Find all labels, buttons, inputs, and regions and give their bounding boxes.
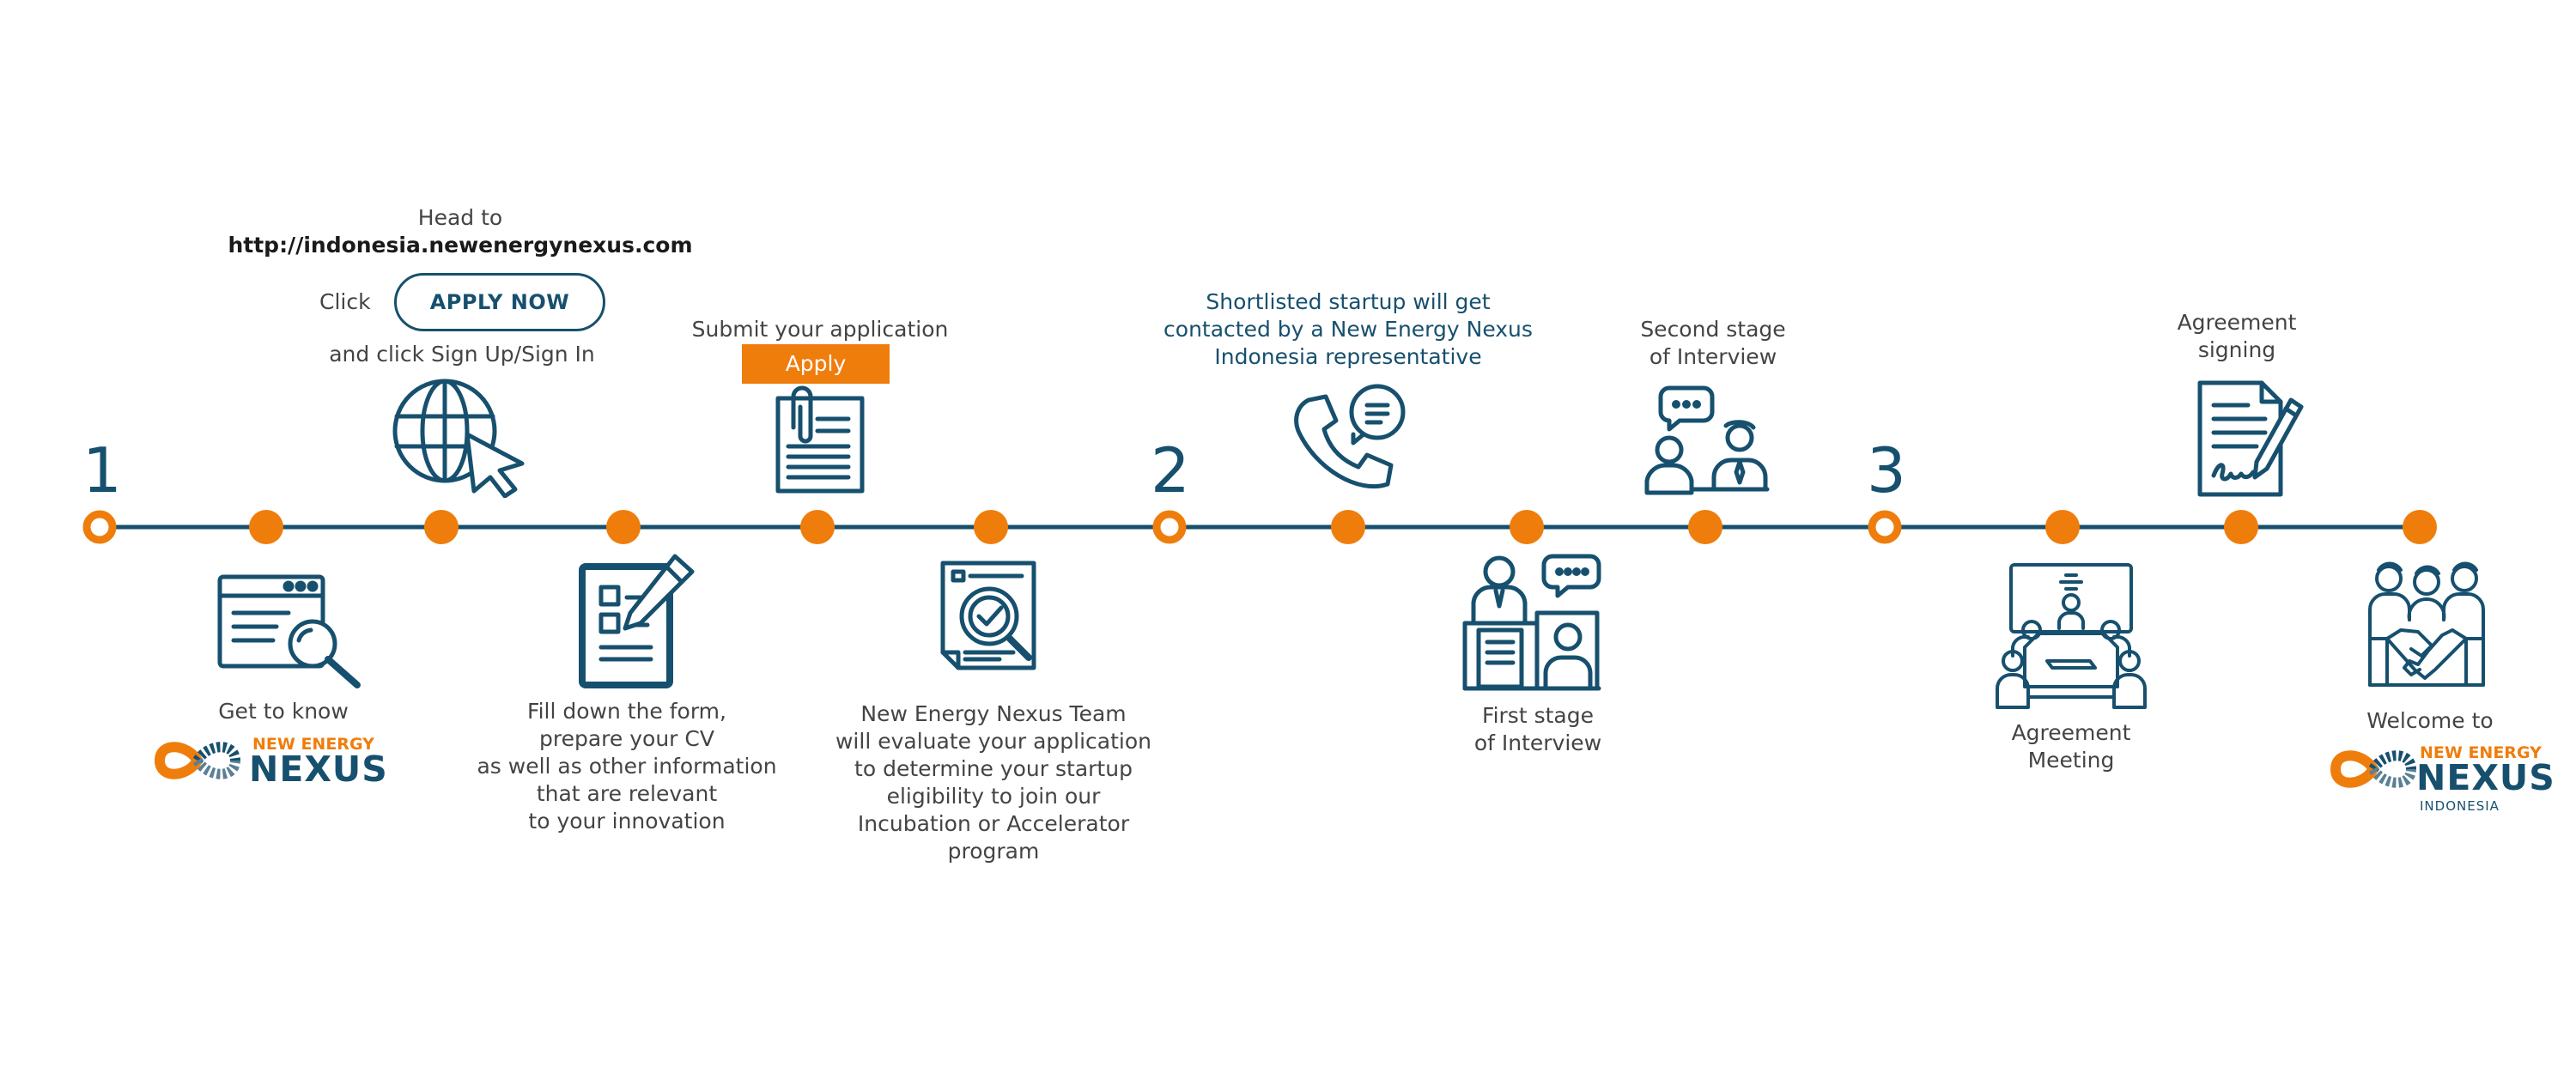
evaluate-line: to determine your startup: [854, 756, 1133, 781]
fill-form-text: Fill down the form, prepare your CV as w…: [455, 698, 799, 835]
infinity-mark-icon: [2330, 750, 2416, 788]
step-dot: [1510, 510, 1544, 544]
step-dot: [2045, 510, 2080, 544]
step-dot: [1688, 510, 1722, 544]
interview-chat-icon: [1644, 385, 1770, 495]
step-dot: [974, 510, 1008, 544]
fill-form-line: that are relevant: [536, 781, 718, 806]
stage-marker-1: [82, 510, 117, 544]
clipboard-clip-icon: [775, 385, 865, 494]
logo-nexus: NEXUS: [249, 749, 388, 790]
phone-chat-icon: [1294, 384, 1406, 489]
website-url[interactable]: http://indonesia.newenergynexus.com: [228, 233, 693, 258]
logo-new-energy: NEW ENERGY: [2420, 743, 2542, 762]
head-to-text: Head to http://indonesia.newenergynexus.…: [203, 204, 718, 259]
agreement-signing-text: Agreement signing: [2147, 309, 2327, 364]
meeting-table-icon: [1996, 563, 2147, 709]
document-magnifier-icon: [940, 561, 1036, 670]
stage-number-2: 2: [1151, 434, 1190, 506]
evaluate-line: will evaluate your application: [835, 729, 1152, 754]
step-dot: [2403, 510, 2437, 544]
evaluate-line: program: [947, 839, 1040, 864]
new-energy-nexus-indonesia-logo: NEW ENERGY NEXUS INDONESIA: [2329, 743, 2555, 814]
agreement-signing-line: Agreement: [2177, 310, 2297, 335]
click-label: Click: [319, 289, 371, 314]
evaluate-line: eligibility to join our: [886, 784, 1101, 809]
handshake-team-icon: [2368, 561, 2485, 687]
agreement-meeting-line: Meeting: [2027, 748, 2115, 773]
step-dot: [424, 510, 459, 544]
sign-in-text: and click Sign Up/Sign In: [329, 342, 595, 367]
second-interview-line: Second stage: [1640, 317, 1786, 342]
browser-search-icon: [217, 574, 361, 688]
step-dot: [249, 510, 283, 544]
head-to-label: Head to: [417, 205, 503, 230]
desk-interview-icon: [1462, 554, 1601, 691]
infinity-mark-icon: [154, 742, 240, 779]
first-interview-text: First stage of Interview: [1439, 702, 1637, 757]
agreement-meeting-text: Agreement Meeting: [1977, 719, 2166, 774]
stage-number-3: 3: [1867, 434, 1906, 506]
first-interview-line: First stage: [1482, 703, 1594, 728]
fill-form-line: as well as other information: [477, 754, 777, 779]
evaluate-line: Incubation or Accelerator: [857, 811, 1130, 836]
new-energy-nexus-logo: NEW ENERGY NEXUS: [153, 735, 387, 790]
form-pencil-icon: [579, 554, 695, 688]
step-dot: [2224, 510, 2258, 544]
stage-marker-3: [1868, 510, 1902, 544]
logo-nexus: NEXUS: [2416, 757, 2555, 798]
shortlisted-text: Shortlisted startup will get contacted b…: [1133, 288, 1563, 371]
second-interview-text: Second stage of Interview: [1614, 316, 1812, 371]
globe-cursor-icon: [392, 379, 525, 498]
shortlisted-line: Shortlisted startup will get: [1206, 289, 1491, 314]
stage-number-1: 1: [82, 434, 122, 506]
agreement-meeting-line: Agreement: [2011, 720, 2131, 745]
step-dot: [800, 510, 835, 544]
get-to-know-text: Get to know: [218, 699, 349, 724]
step-dot: [1331, 510, 1365, 544]
evaluate-text: New Energy Nexus Team will evaluate your…: [817, 700, 1170, 865]
shortlisted-line: contacted by a New Energy Nexus: [1163, 317, 1533, 342]
apply-button[interactable]: Apply: [742, 344, 890, 384]
welcome-text: Welcome to: [2366, 708, 2494, 733]
evaluate-line: New Energy Nexus Team: [860, 701, 1127, 726]
fill-form-line: prepare your CV: [539, 726, 714, 751]
stage-marker-2: [1152, 510, 1187, 544]
logo-indonesia: INDONESIA: [2420, 798, 2500, 814]
fill-form-line: Fill down the form,: [527, 699, 726, 724]
step-dot: [606, 510, 641, 544]
submit-label: Submit your application: [691, 317, 949, 342]
second-interview-line: of Interview: [1649, 344, 1777, 369]
apply-now-button[interactable]: APPLY NOW: [394, 273, 605, 331]
logo-new-energy: NEW ENERGY: [252, 735, 374, 754]
first-interview-line: of Interview: [1473, 730, 1602, 755]
shortlisted-line: Indonesia representative: [1214, 344, 1482, 369]
agreement-signing-line: signing: [2197, 337, 2276, 362]
fill-form-line: to your innovation: [528, 809, 726, 834]
contract-pen-icon: [2197, 380, 2304, 497]
